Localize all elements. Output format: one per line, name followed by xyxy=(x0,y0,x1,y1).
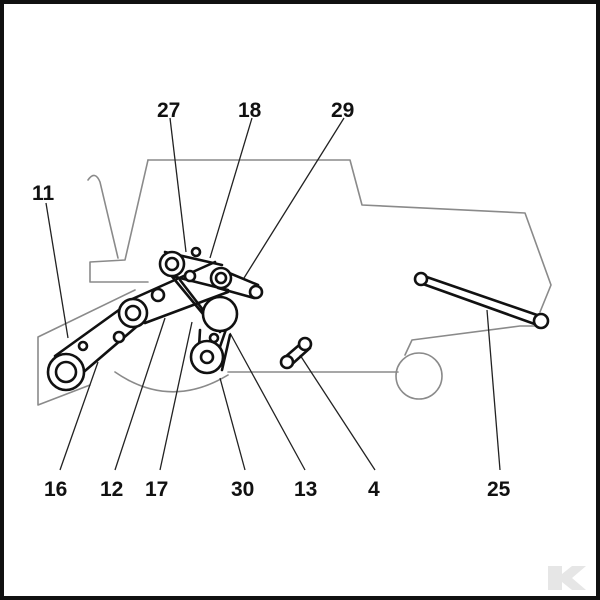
label-30: 30 xyxy=(231,478,254,501)
leader-12 xyxy=(114,317,166,471)
leader-13 xyxy=(229,332,306,471)
pulley-small-b xyxy=(112,330,126,344)
leader-30 xyxy=(219,377,246,471)
pulley-27-inner xyxy=(164,256,180,272)
label-27: 27 xyxy=(157,99,180,122)
label-13: 13 xyxy=(294,478,317,501)
front-wheel-arc xyxy=(114,371,229,393)
pulley-25-a xyxy=(413,271,429,287)
pulleys xyxy=(46,246,550,392)
pulley-13 xyxy=(201,295,239,333)
label-11: 11 xyxy=(32,182,55,205)
label-29: 29 xyxy=(331,99,354,122)
pulley-16-inner xyxy=(54,360,78,384)
pulley-30-top xyxy=(208,332,220,344)
leader-11 xyxy=(45,202,69,339)
label-12: 12 xyxy=(100,478,123,501)
pulley-small-d xyxy=(190,246,202,258)
feeder-outline xyxy=(87,174,119,259)
machine-front-outline xyxy=(89,159,149,283)
callout-labels: 27 18 29 11 16 12 17 30 13 4 25 xyxy=(32,99,511,501)
watermark-logo xyxy=(548,566,586,590)
leader-29 xyxy=(243,117,345,279)
pulley-4-a xyxy=(279,354,295,370)
label-16: 16 xyxy=(44,478,67,501)
label-25: 25 xyxy=(487,478,511,501)
leader-25 xyxy=(486,309,501,471)
pulley-25-b xyxy=(532,312,550,330)
pulley-12-inner xyxy=(124,304,142,322)
pulley-30-inner xyxy=(199,349,215,365)
rear-wheel xyxy=(395,352,443,400)
leader-17 xyxy=(159,321,193,471)
header-outline xyxy=(37,289,136,406)
leader-lines xyxy=(45,117,501,471)
belt-25 xyxy=(416,272,545,329)
pulley-29-end xyxy=(248,284,264,300)
pulley-18-inner xyxy=(214,271,228,285)
rear-chassis-line xyxy=(404,325,541,356)
leader-4 xyxy=(299,354,376,471)
pulley-small-a xyxy=(77,340,89,352)
machine-outline xyxy=(37,159,552,406)
label-4: 4 xyxy=(368,478,380,501)
leader-16 xyxy=(59,361,99,471)
pulley-small-c xyxy=(150,287,166,303)
label-17: 17 xyxy=(145,478,168,501)
pulley-4-b xyxy=(297,336,313,352)
label-18: 18 xyxy=(238,99,262,122)
machine-body-outline xyxy=(147,159,552,313)
leader-27 xyxy=(169,117,187,253)
leader-18 xyxy=(209,117,253,259)
pulley-small-e xyxy=(183,269,197,283)
